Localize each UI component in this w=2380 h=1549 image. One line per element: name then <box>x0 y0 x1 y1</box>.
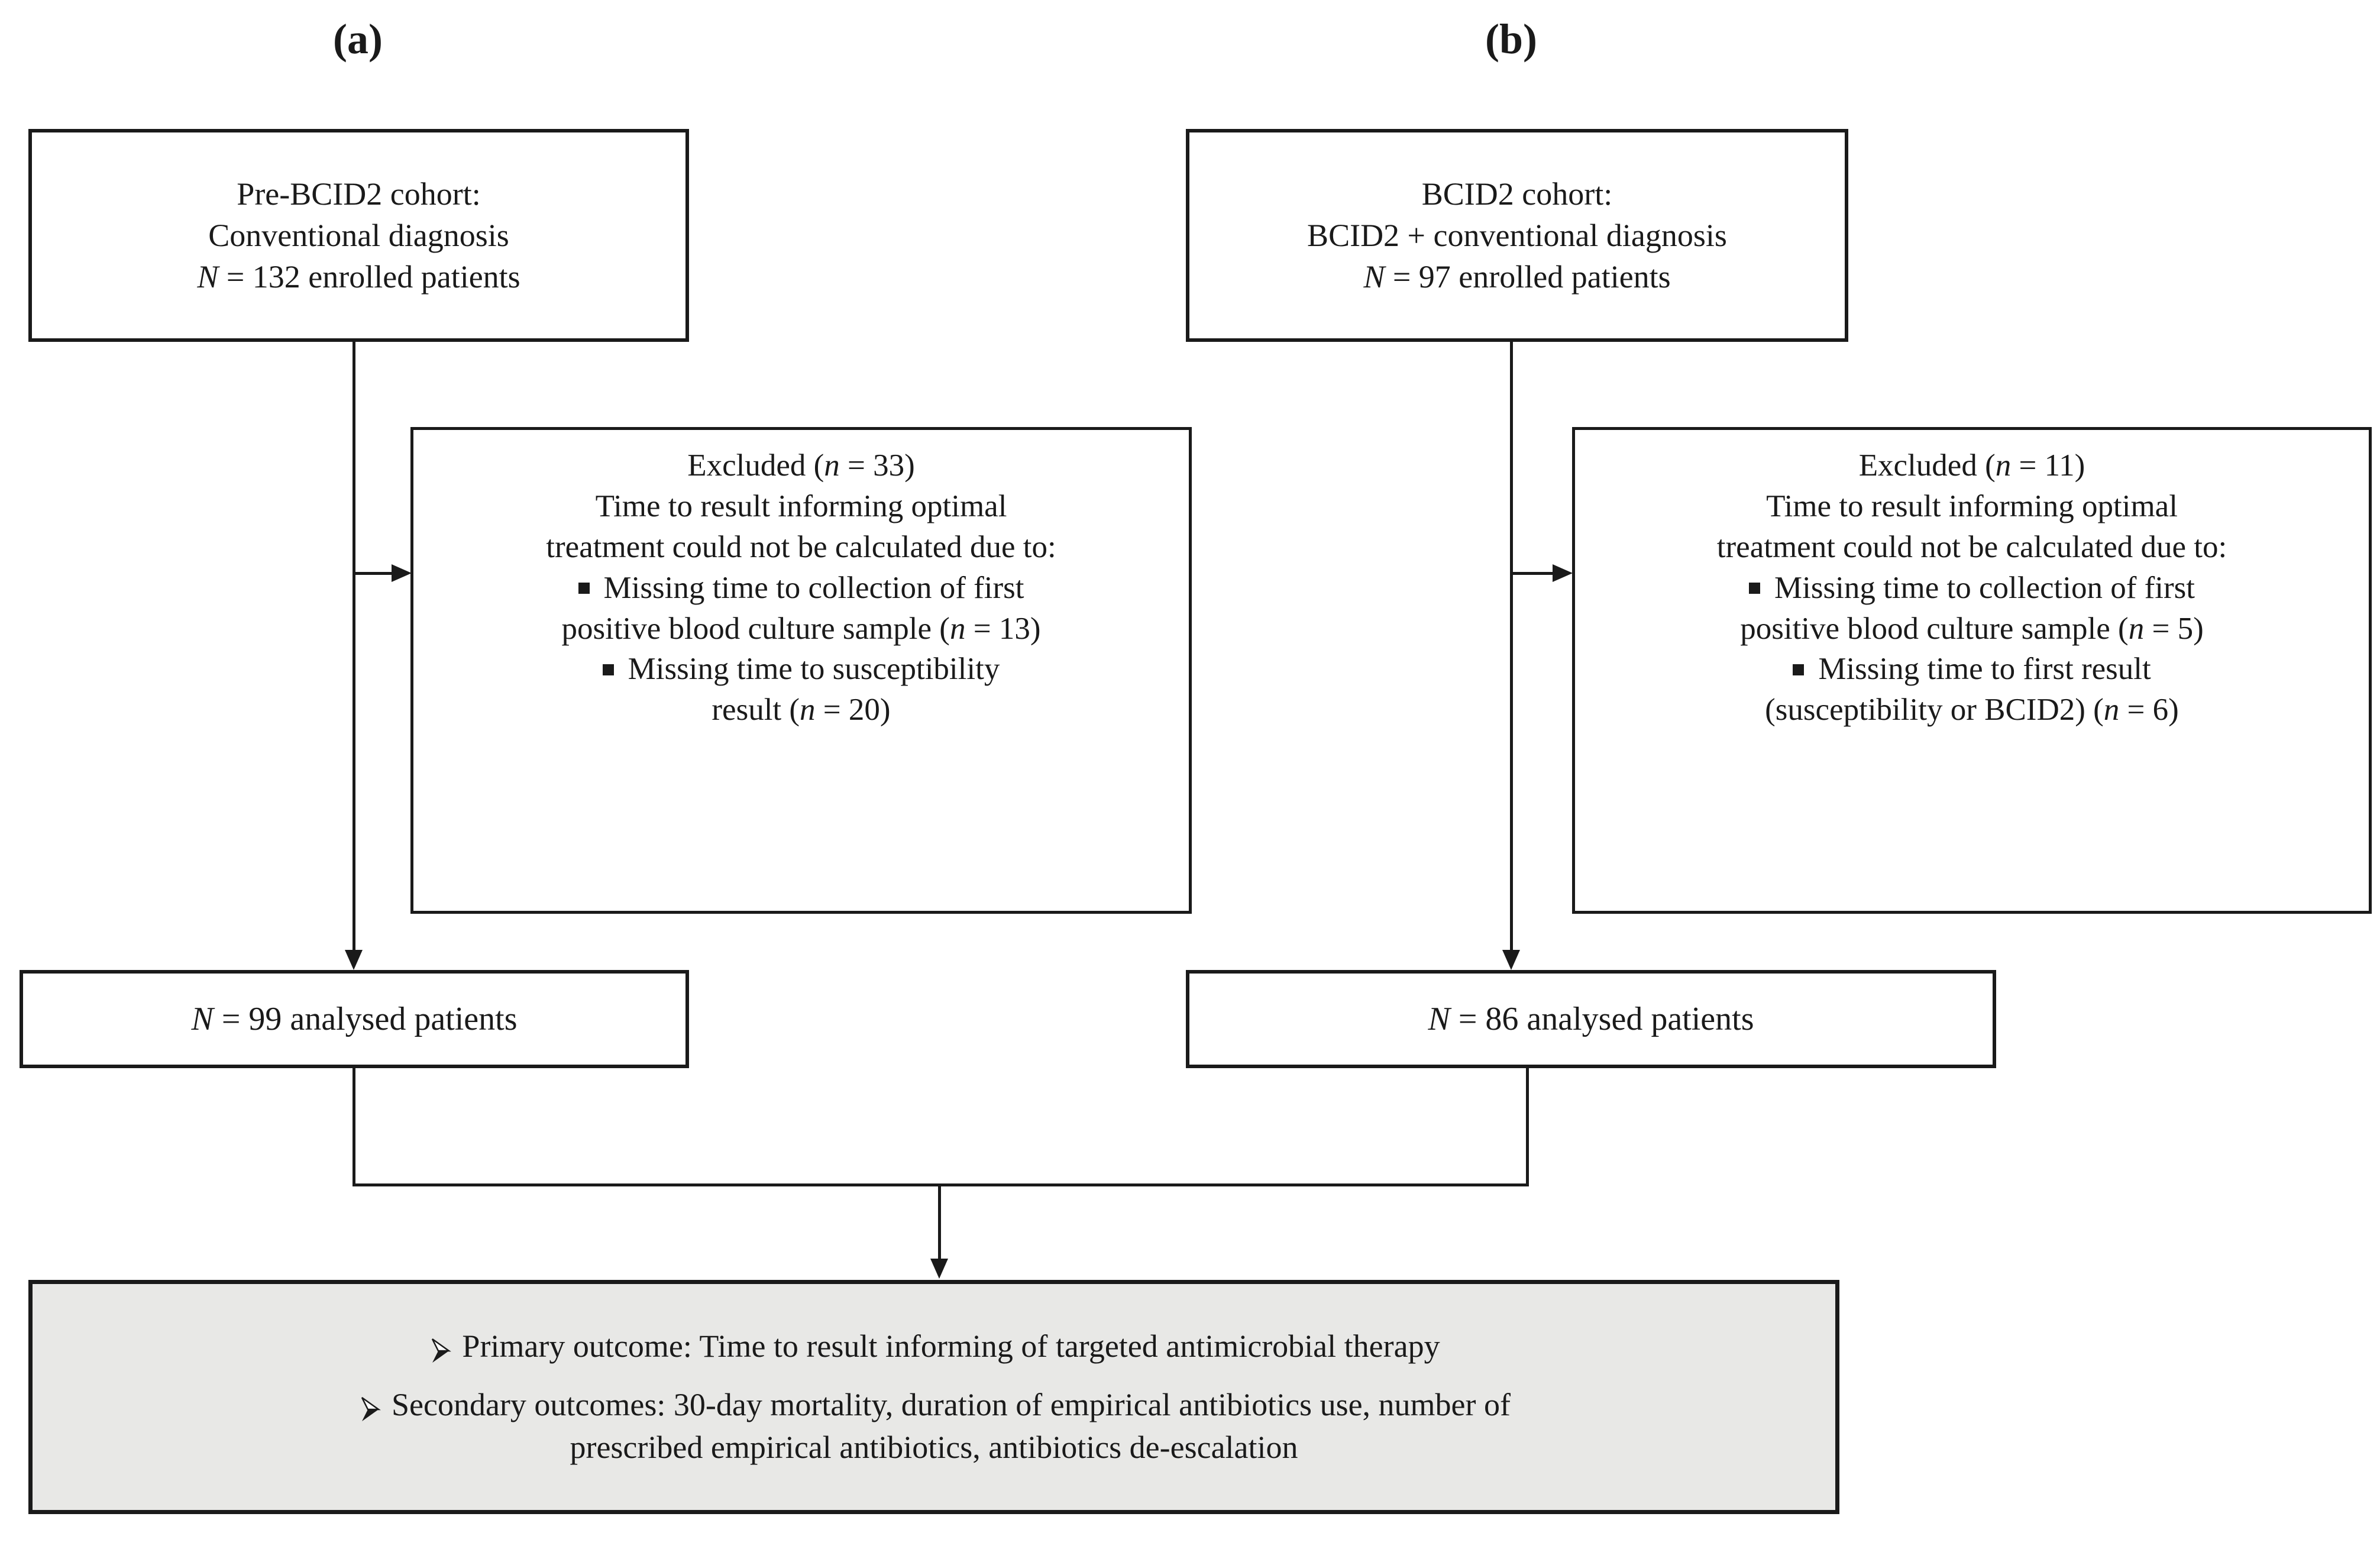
connector-a-arrow-to-analysed <box>345 950 363 970</box>
excluded-box-b-header-suffix: = 11) <box>2011 448 2085 483</box>
excluded-box-a-reason-line1: Time to result informing optimal <box>595 489 1007 523</box>
excluded-box-a-bullet-1-text1: Missing time to collection of first <box>603 570 1024 605</box>
square-bullet-icon <box>1793 664 1805 676</box>
merge-connector-arrow-to-outcome <box>930 1259 948 1279</box>
cohort-box-a-line1: Pre-BCID2 cohort: <box>237 176 481 212</box>
analysed-box-b: N = 86 analysed patients <box>1186 970 1996 1068</box>
square-bullet-icon <box>602 664 614 676</box>
merge-connector-left-vertical <box>353 1068 355 1186</box>
cohort-box-b-n-value: = 97 enrolled patients <box>1385 259 1671 295</box>
excluded-box-b-bullet-2-n: n <box>2103 693 2120 727</box>
excluded-box-a-bullet-1-line1: Missing time to collection of first <box>578 568 1024 609</box>
excluded-box-b-bullet-1-n: n <box>2128 611 2145 646</box>
cohort-box-a-line3: N = 132 enrolled patients <box>197 256 520 297</box>
cohort-box-b-n-symbol: N <box>1363 259 1385 295</box>
excluded-box-a: Excluded (n = 33) Time to result informi… <box>410 427 1192 914</box>
cohort-box-a-n-symbol: N <box>197 259 219 295</box>
excluded-box-a-reason-line2: treatment could not be calculated due to… <box>546 529 1056 564</box>
connector-a-arrow-to-excluded <box>392 564 412 582</box>
excluded-box-b-reason-line1: Time to result informing optimal <box>1766 489 2178 523</box>
analysed-box-b-n-symbol: N <box>1428 1000 1450 1037</box>
excluded-box-a-bullet-2-line2: result (n = 20) <box>712 690 890 730</box>
excluded-box-b-bullet-1-line2: positive blood culture sample (n = 5) <box>1740 609 2204 649</box>
excluded-box-b-bullet-2-line2: (susceptibility or BCID2) (n = 6) <box>1765 690 2179 730</box>
cohort-box-b-line2: BCID2 + conventional diagnosis <box>1307 217 1727 253</box>
excluded-box-b-header: Excluded (n = 11) <box>1859 445 2085 486</box>
excluded-box-a-header: Excluded (n = 33) <box>687 445 915 486</box>
cohort-box-a-n-value: = 132 enrolled patients <box>218 259 520 295</box>
cohort-box-b-line3: N = 97 enrolled patients <box>1363 256 1670 297</box>
outcome-box: Primary outcome: Time to result informin… <box>28 1280 1839 1514</box>
connector-b-vertical <box>1510 342 1513 951</box>
excluded-box-b-bullet-1-text2: positive blood culture sample ( <box>1740 611 2129 646</box>
cohort-box-a-line2: Conventional diagnosis <box>208 217 509 253</box>
excluded-box-a-bullet-2-line1: Missing time to susceptibility <box>602 649 1000 690</box>
excluded-box-b-reason-line2: treatment could not be calculated due to… <box>1716 529 2227 564</box>
merge-connector-center-vertical <box>938 1183 941 1260</box>
connector-b-branch-horizontal <box>1510 572 1556 575</box>
merge-connector-right-vertical <box>1526 1068 1529 1186</box>
excluded-box-a-bullet-1-n: n <box>949 611 966 646</box>
excluded-box-a-header-prefix: Excluded ( <box>687 448 824 483</box>
panel-label-a: (a) <box>333 15 383 63</box>
excluded-box-a-bullet-2-n: n <box>800 693 816 727</box>
excluded-box-b-header-prefix: Excluded ( <box>1858 448 1996 483</box>
excluded-box-a-bullet-2-text2: result ( <box>712 693 800 727</box>
excluded-box-b-bullet-2-text1: Missing time to first result <box>1818 652 2151 687</box>
excluded-box-b-bullet-1-nval: = 5) <box>2144 611 2204 646</box>
excluded-box-b: Excluded (n = 11) Time to result informi… <box>1572 427 2372 914</box>
excluded-box-b-bullet-2-text2: (susceptibility or BCID2) ( <box>1765 693 2104 727</box>
excluded-box-a-bullet-1-text2: positive blood culture sample ( <box>561 611 950 646</box>
cohort-box-a: Pre-BCID2 cohort: Conventional diagnosis… <box>28 129 689 342</box>
analysed-box-b-text: N = 86 analysed patients <box>1428 998 1754 1041</box>
cohort-box-b-line1: BCID2 cohort: <box>1421 176 1613 212</box>
analysed-box-a-n-symbol: N <box>191 1000 214 1037</box>
excluded-box-a-bullet-1-nval: = 13) <box>965 611 1041 646</box>
square-bullet-icon <box>578 583 590 594</box>
analysed-box-a-value: = 99 analysed patients <box>213 1000 518 1037</box>
connector-a-vertical <box>353 342 355 951</box>
outcome-secondary-line2: prescribed empirical antibiotics, antibi… <box>570 1430 1298 1466</box>
excluded-box-b-header-n: n <box>1995 448 2012 483</box>
analysed-box-a: N = 99 analysed patients <box>20 970 689 1068</box>
connector-b-arrow-to-excluded <box>1553 564 1573 582</box>
analysed-box-b-value: = 86 analysed patients <box>1450 1000 1754 1037</box>
cohort-box-b: BCID2 cohort: BCID2 + conventional diagn… <box>1186 129 1848 342</box>
excluded-box-b-bullet-1-text1: Missing time to collection of first <box>1774 570 2195 605</box>
panel-label-b: (b) <box>1485 15 1537 63</box>
connector-a-branch-horizontal <box>353 572 395 575</box>
analysed-box-a-text: N = 99 analysed patients <box>191 998 517 1041</box>
excluded-box-a-bullet-2-nval: = 20) <box>815 693 891 727</box>
outcome-secondary-text1: Secondary outcomes: 30-day mortality, du… <box>391 1386 1511 1422</box>
excluded-box-a-header-suffix: = 33) <box>839 448 915 483</box>
connector-b-arrow-to-analysed <box>1502 950 1520 970</box>
outcome-primary-text: Primary outcome: Time to result informin… <box>462 1328 1440 1364</box>
excluded-box-b-bullet-2-nval: = 6) <box>2119 693 2179 727</box>
excluded-box-a-header-n: n <box>824 448 840 483</box>
outcome-primary-line: Primary outcome: Time to result informin… <box>428 1325 1440 1367</box>
excluded-box-a-bullet-1-line2: positive blood culture sample (n = 13) <box>561 609 1040 649</box>
excluded-box-b-bullet-1-line1: Missing time to collection of first <box>1749 568 2195 609</box>
excluded-box-a-bullet-2-text1: Missing time to susceptibility <box>628 652 1000 687</box>
outcome-secondary-line1: Secondary outcomes: 30-day mortality, du… <box>357 1383 1511 1426</box>
square-bullet-icon <box>1749 583 1760 594</box>
excluded-box-b-bullet-2-line1: Missing time to first result <box>1793 649 2151 690</box>
